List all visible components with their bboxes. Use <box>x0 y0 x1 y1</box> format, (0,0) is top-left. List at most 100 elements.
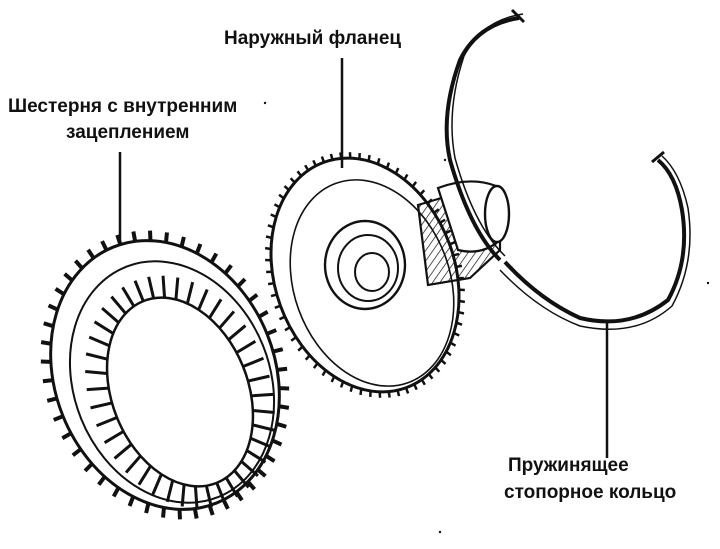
gear-outer-tooth <box>246 480 256 491</box>
gear-outer-tooth <box>74 259 84 270</box>
gear-inner-tooth <box>90 401 113 410</box>
gear-inner-tooth <box>180 484 186 507</box>
gear-outer-tooth <box>61 431 72 440</box>
gear-inner-tooth <box>193 486 199 509</box>
gear-outer-tooth <box>144 502 151 514</box>
speck <box>263 101 267 105</box>
gear-inner-tooth <box>204 485 213 508</box>
gear-outer-tooth <box>276 421 287 429</box>
gear-inner-tooth <box>124 454 142 474</box>
ring-end-top <box>510 8 526 24</box>
gear-outer-tooth <box>236 277 247 288</box>
gear-inner-tooth <box>242 356 265 368</box>
gear-outer-tooth <box>54 287 66 296</box>
label-spring-ring-line1: Пружинящее <box>508 455 629 476</box>
gear-outer-tooth <box>278 404 290 410</box>
label-internal-gear-line2: зацеплением <box>66 122 189 143</box>
gear-inner-tooth <box>240 460 259 477</box>
gear-outer-tooth <box>234 490 244 502</box>
gear-outer-tooth <box>40 340 52 346</box>
gear-inner-tooth <box>252 423 275 432</box>
gear-inner-tooth <box>147 276 156 299</box>
gear-inner-tooth <box>93 320 115 335</box>
gear-outer-tooth <box>194 243 203 255</box>
label-spring-ring-line2: стопорное кольцо <box>504 482 676 503</box>
ring-upper-arc-edge <box>451 13 524 257</box>
label-internal-gear-line1: Шестерня с внутренним <box>8 96 237 117</box>
flange-center-ring-outer <box>323 219 407 311</box>
gear-inner-tooth <box>101 307 120 324</box>
ring-end-bottom <box>651 150 665 164</box>
gear-inner-tooth <box>174 277 180 300</box>
gear-outer-tooth <box>264 454 276 463</box>
gear-inner-tooth <box>88 335 111 348</box>
gear-outer-tooth <box>47 303 59 312</box>
gear-bore <box>105 296 255 488</box>
speck <box>706 281 710 285</box>
flange-center-ring-inner <box>354 252 390 292</box>
gear-outer-tooth <box>209 252 219 264</box>
gear-inner-tooth <box>137 465 152 486</box>
gear-inner-tooth <box>110 295 127 315</box>
gear-outer-tooth <box>111 486 121 498</box>
gear-inner-tooth <box>133 280 145 302</box>
gear-outer-tooth <box>179 236 186 248</box>
gear-inner-tooth <box>249 436 272 449</box>
gear-inner-tooth <box>224 476 239 498</box>
gear-inner-tooth <box>86 386 109 392</box>
gear-outer-tooth <box>271 438 283 447</box>
gear-inner-tooth <box>227 324 247 341</box>
gear-outer-tooth <box>248 293 259 303</box>
flange-center-ring-mid <box>337 234 399 302</box>
gear-face <box>68 260 276 504</box>
gear-inner-tooth <box>208 298 223 319</box>
gear-outer-tooth <box>223 264 233 275</box>
gear-inner-tooth <box>252 409 275 414</box>
gear-outer-tooth <box>266 328 278 336</box>
flange-hub-end <box>483 184 511 244</box>
speck <box>443 158 447 162</box>
gear-inner-tooth <box>121 286 136 308</box>
gear-inner-tooth <box>161 275 167 298</box>
gear-outer-tooth <box>258 310 269 319</box>
gear-inner-tooth <box>247 374 270 383</box>
gear-outer-tooth <box>97 475 107 486</box>
gear-outer-tooth <box>127 495 136 507</box>
gear-outer-tooth <box>131 231 138 242</box>
gear-inner-tooth <box>251 392 274 398</box>
gear-outer-tooth <box>52 414 64 422</box>
gear-inner-tooth <box>103 430 125 444</box>
gear-outer-tooth <box>46 396 58 403</box>
outer-flange <box>264 152 511 398</box>
gear-outer-tooth <box>276 366 288 372</box>
gear-inner-tooth <box>197 288 209 311</box>
spring-retaining-ring <box>444 8 691 331</box>
gear-outer-rim <box>49 239 281 511</box>
gear-inner-tooth <box>85 352 108 361</box>
gear-inner-tooth <box>85 370 108 375</box>
gear-inner-teeth <box>85 275 275 509</box>
gear-inner-tooth <box>235 340 257 354</box>
gear-outer-tooth <box>42 378 54 384</box>
gear-inner-tooth <box>165 480 175 503</box>
gear-outer-tooth <box>100 240 109 252</box>
gear-outer-tooth <box>43 321 54 329</box>
gear-outer-tooth <box>192 508 199 519</box>
gear-inner-tooth <box>113 443 133 460</box>
ring-lower-arc-edge <box>499 155 691 331</box>
gear-outer-tooth <box>83 462 94 473</box>
gear-inner-tooth <box>185 281 195 304</box>
speck <box>438 530 442 534</box>
gear-inner-tooth <box>95 416 118 428</box>
gear-inner-tooth <box>245 449 267 464</box>
label-outer-flange: Наружный фланец <box>224 28 401 49</box>
gear-outer-tooth <box>71 447 82 457</box>
gear-inner-tooth <box>215 482 227 504</box>
ring-lower-arc <box>503 158 687 324</box>
gear-outer-tooth <box>161 507 166 518</box>
gear-outer-tooth <box>63 272 74 282</box>
gear-inner-tooth <box>218 310 236 330</box>
gear-inner-tooth <box>233 469 250 489</box>
gear-outer-tooth <box>86 248 96 260</box>
